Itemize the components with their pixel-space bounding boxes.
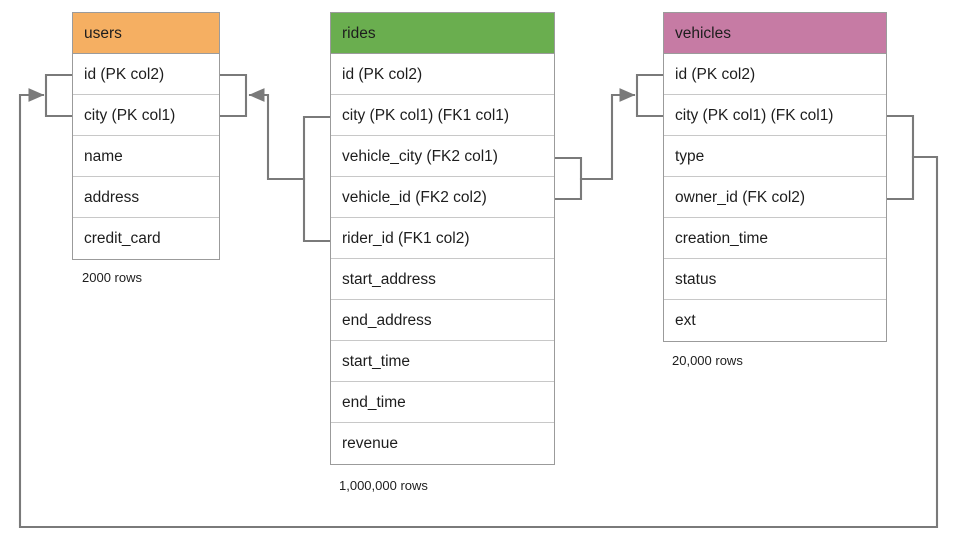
column-users-address[interactable]: address xyxy=(73,177,219,218)
table-vehicles[interactable]: vehicles id (PK col2) city (PK col1) (FK… xyxy=(663,12,887,342)
row-count-users: 2000 rows xyxy=(82,270,142,285)
column-rides-start-address[interactable]: start_address xyxy=(331,259,554,300)
column-users-credit-card[interactable]: credit_card xyxy=(73,218,219,259)
column-rides-rider-id[interactable]: rider_id (FK1 col2) xyxy=(331,218,554,259)
table-vehicles-header: vehicles xyxy=(664,13,886,54)
rel-rides-fk2-vehicles-line xyxy=(579,88,636,181)
column-vehicles-creation-time[interactable]: creation_time xyxy=(664,218,886,259)
table-rides-header: rides xyxy=(331,13,554,54)
rel-rides-fk1-users-line xyxy=(248,88,306,181)
column-rides-end-time[interactable]: end_time xyxy=(331,382,554,423)
table-users-header: users xyxy=(73,13,219,54)
column-rides-end-address[interactable]: end_address xyxy=(331,300,554,341)
column-rides-id[interactable]: id (PK col2) xyxy=(331,54,554,95)
column-rides-city[interactable]: city (PK col1) (FK1 col1) xyxy=(331,95,554,136)
column-vehicles-status[interactable]: status xyxy=(664,259,886,300)
column-vehicles-id[interactable]: id (PK col2) xyxy=(664,54,886,95)
column-users-city[interactable]: city (PK col1) xyxy=(73,95,219,136)
column-vehicles-ext[interactable]: ext xyxy=(664,300,886,341)
rel-rides-fk2-vehicles-bracket xyxy=(553,156,583,201)
column-vehicles-owner-id[interactable]: owner_id (FK col2) xyxy=(664,177,886,218)
table-rides[interactable]: rides id (PK col2) city (PK col1) (FK1 c… xyxy=(330,12,555,465)
column-rides-vehicle-city[interactable]: vehicle_city (FK2 col1) xyxy=(331,136,554,177)
column-rides-vehicle-id[interactable]: vehicle_id (FK2 col2) xyxy=(331,177,554,218)
column-rides-start-time[interactable]: start_time xyxy=(331,341,554,382)
column-vehicles-type[interactable]: type xyxy=(664,136,886,177)
users-left-bracket xyxy=(44,73,74,118)
column-rides-revenue[interactable]: revenue xyxy=(331,423,554,464)
rel-vehicles-fk-users-bracket xyxy=(885,114,915,201)
column-vehicles-city[interactable]: city (PK col1) (FK col1) xyxy=(664,95,886,136)
vehicles-left-bracket xyxy=(635,73,665,118)
row-count-vehicles: 20,000 rows xyxy=(672,353,743,368)
table-users[interactable]: users id (PK col2) city (PK col1) name a… xyxy=(72,12,220,260)
column-users-name[interactable]: name xyxy=(73,136,219,177)
column-users-id[interactable]: id (PK col2) xyxy=(73,54,219,95)
row-count-rides: 1,000,000 rows xyxy=(339,478,428,493)
users-right-bracket xyxy=(218,73,248,118)
rel-rides-fk1-users-bracket xyxy=(302,115,332,243)
